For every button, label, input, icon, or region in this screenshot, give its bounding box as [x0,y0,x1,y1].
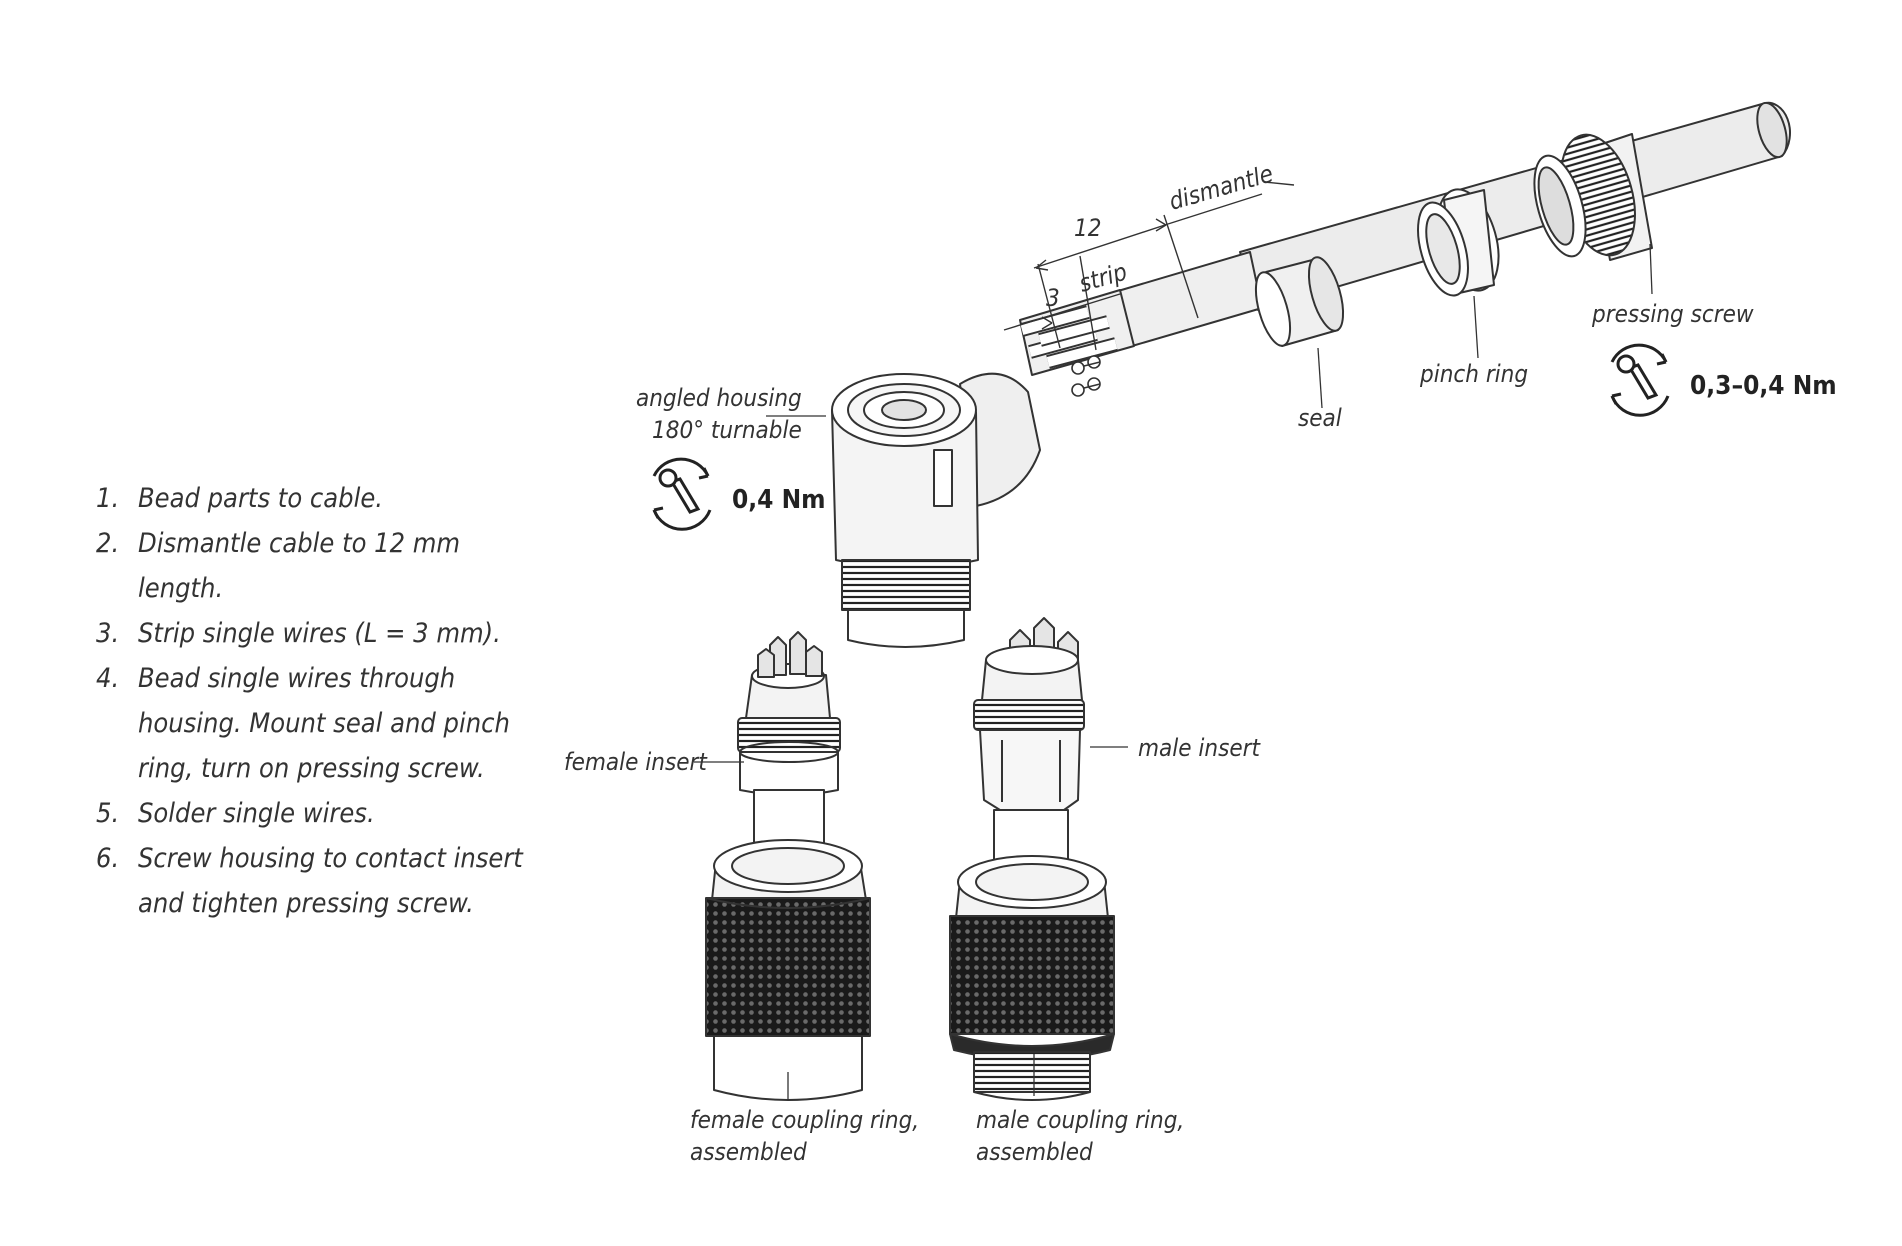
male-coupling-ring [949,855,1115,1101]
pressing-screw-label: pressing screw [1591,300,1754,328]
female-coupling-ring-label: female coupling ring, [690,1106,919,1134]
seal [1254,256,1345,347]
male-coupling-ring-label: male coupling ring, [976,1106,1184,1134]
dimension-labels: dismantle 12 strip 3 [1046,159,1276,312]
female-insert [737,631,841,865]
angled-housing [831,372,1041,648]
dimension-lines [1003,181,1295,351]
leader-lines [694,243,1653,1100]
step-item: 3.Strip single wires (L = 3 mm). [96,618,501,649]
housing-torque-value: 0,4 Nm [732,485,826,515]
torque-wrench-icon [1610,343,1670,417]
male-insert-label: male insert [1138,734,1262,762]
pressing-screw [1533,133,1653,261]
angled-housing-label: angled housing [636,384,802,412]
dim-3-label: 3 [1046,284,1060,312]
pinch-ring-label: pinch ring [1419,360,1528,388]
step-item: 2.Dismantle cable to 12 mm length. [96,528,461,604]
female-coupling-ring [705,839,871,1101]
pressing-screw-torque-value: 0,3–0,4 Nm [1690,371,1837,401]
female-insert-label: female insert [564,748,708,776]
seal-label: seal [1298,404,1342,432]
step-item: 1.Bead parts to cable. [96,483,383,514]
torque-wrench-icon [652,457,712,531]
cable [1019,101,1791,376]
stripped-wires [1020,305,1118,397]
step-item: 5.Solder single wires. [96,798,375,829]
pinch-ring [1417,188,1500,297]
male-coupling-ring-label-2: assembled [976,1138,1093,1166]
step-item: 4.Bead single wires through housing. Mou… [96,663,510,784]
male-insert [973,617,1085,865]
female-coupling-ring-label-2: assembled [690,1138,807,1166]
dim-12-label: 12 [1074,214,1101,242]
step-item: 6.Screw housing to contact insert and ti… [96,843,523,919]
angled-housing-label-2: 180° turnable [652,416,802,444]
assembly-steps: 1.Bead parts to cable. 2.Dismantle cable… [96,476,538,926]
